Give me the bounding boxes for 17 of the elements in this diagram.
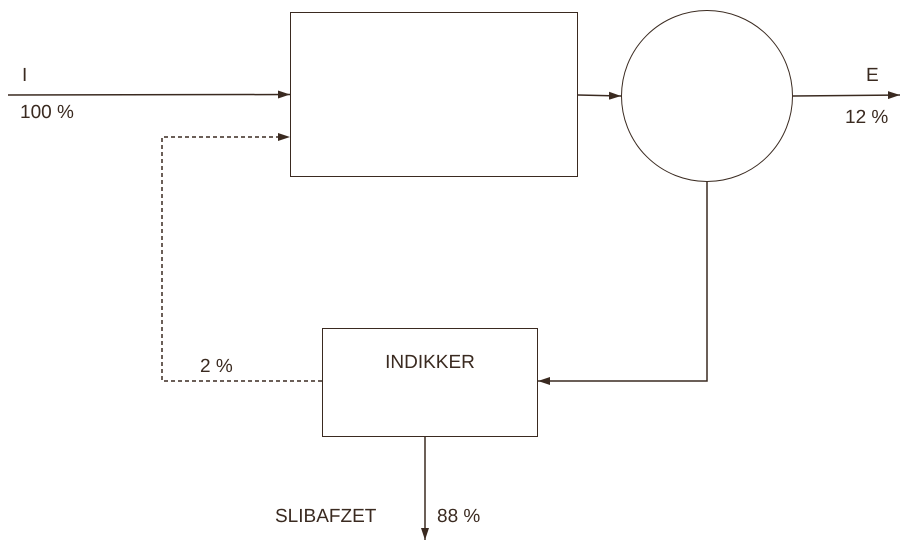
arrow [161,133,322,382]
flow-label: 88 % [437,507,480,526]
node-label: INDIKKER [384,353,476,372]
arrow [8,90,290,99]
process-box [290,12,578,177]
flow-label: SLIBAFZET [275,507,376,526]
flow-label: 2 % [200,357,233,376]
flow-label: I [22,66,28,85]
arrow [578,92,622,100]
clarifier-circle [621,10,793,182]
arrow [538,182,708,385]
arrow [421,437,429,540]
flow-label: 100 % [20,103,74,122]
flow-label: 12 % [845,108,888,127]
flow-label: E [866,66,879,85]
thickener-box [322,328,538,437]
arrow [793,91,900,100]
